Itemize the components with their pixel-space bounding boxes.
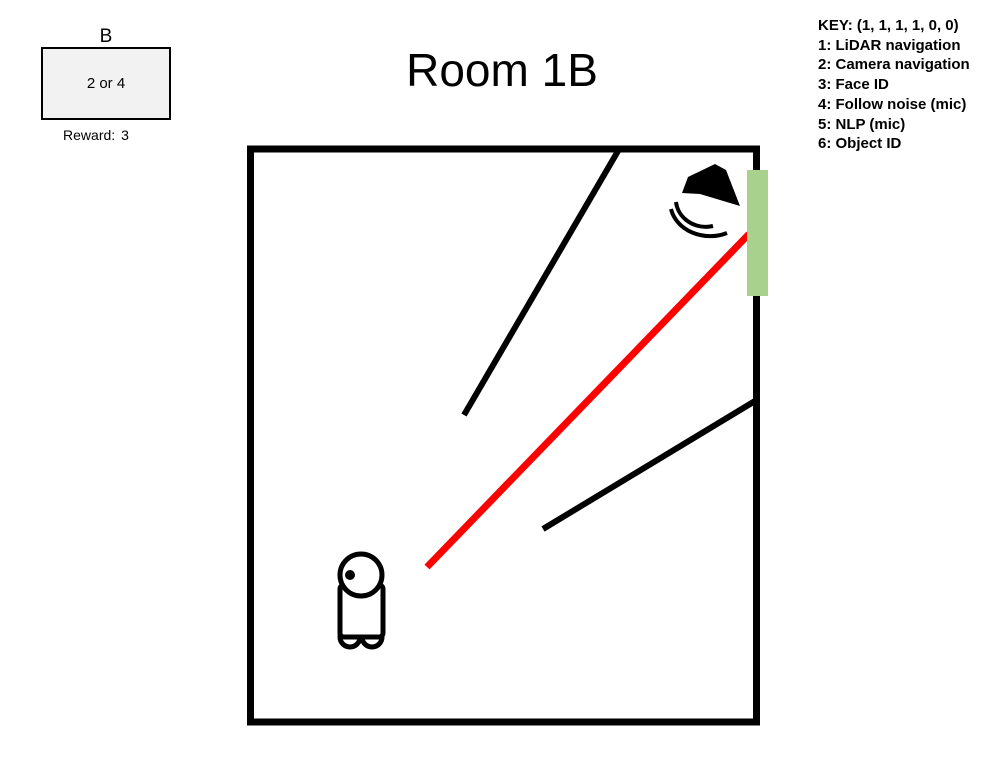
key-item: 1: LiDAR navigation [818,36,961,54]
laser-line [424,231,752,570]
obstacle-line-lower [541,398,757,532]
door [747,170,768,296]
reward-value: 3 [121,127,129,143]
key-heading: KEY: (1, 1, 1, 1, 0, 0) [818,17,959,34]
key-legend: KEY: (1, 1, 1, 1, 0, 0) 1: LiDAR navigat… [818,16,1003,154]
reward-label: Reward: [63,127,116,143]
key-item: 4: Follow noise (mic) [818,95,967,113]
room-walls [247,145,760,726]
key-item: 5: NLP (mic) [818,115,906,133]
option-value: 2 or 4 [86,75,126,92]
option-box: 2 or 4 [41,47,171,120]
option-letter: B [99,26,113,47]
key-item: 2: Camera navigation [818,56,970,74]
key-item: 3: Face ID [818,76,889,94]
key-item: 6: Object ID [818,135,902,153]
robot-icon [337,551,386,650]
reward: Reward: 3 [41,127,151,143]
page-title: Room 1B [406,44,598,96]
obstacle-line-upper [461,149,621,417]
speaker-icon [669,164,740,239]
